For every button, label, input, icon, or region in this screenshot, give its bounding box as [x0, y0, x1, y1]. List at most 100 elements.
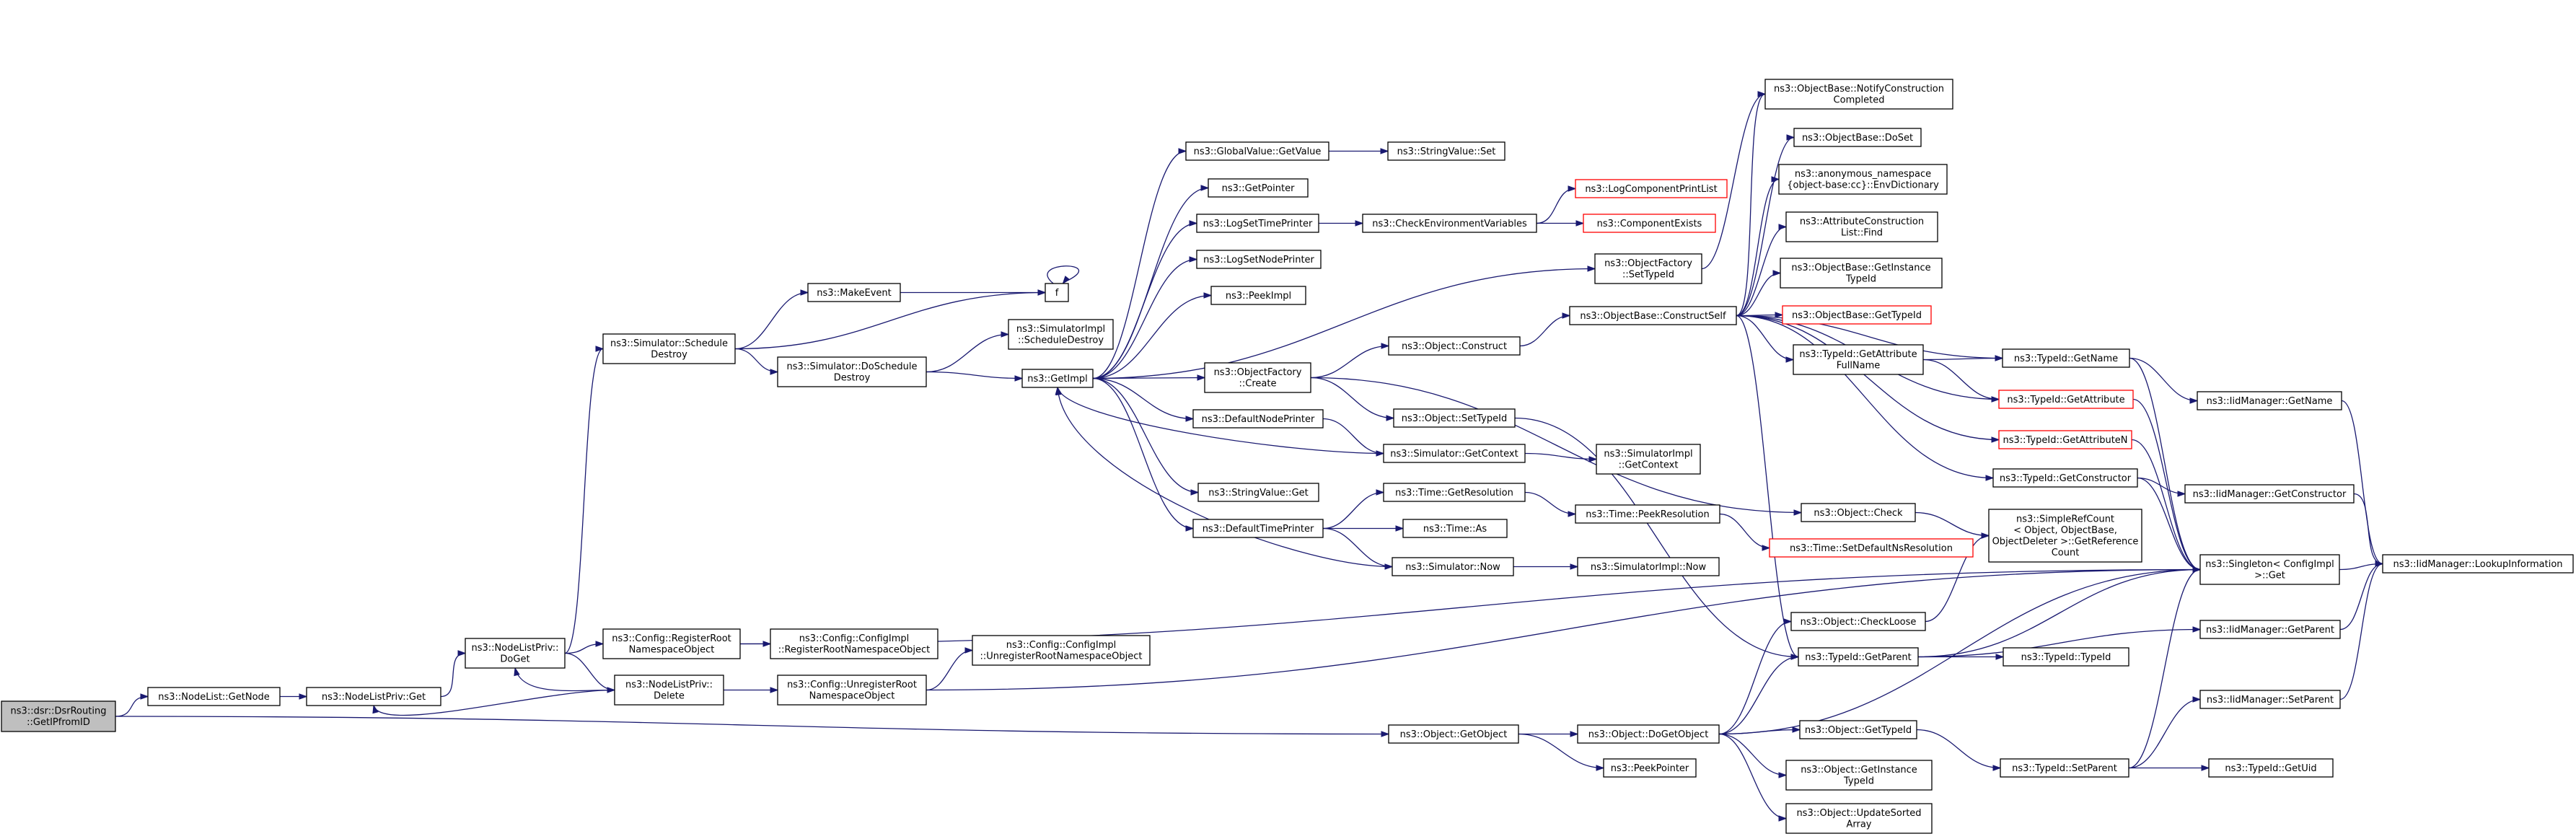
- node-time-as[interactable]: ns3::Time::As: [1402, 519, 1508, 538]
- node-singleton-get[interactable]: ns3::Singleton< ConfigImpl >::Get: [2199, 554, 2340, 585]
- node-nlp-get[interactable]: ns3::NodeListPriv::Get: [306, 687, 441, 706]
- node-iidmgr-getname[interactable]: ns3::IidManager::GetName: [2197, 391, 2342, 410]
- node-time-setdefaultns[interactable]: ns3::Time::SetDefaultNsResolution: [1769, 538, 1974, 558]
- node-make-event[interactable]: ns3::MakeEvent: [807, 283, 901, 302]
- node-objfactory-settypeid[interactable]: ns3::ObjectFactory::SetTypeId: [1594, 253, 1702, 284]
- node-simimpl-getcontext[interactable]: ns3::SimulatorImpl::GetContext: [1596, 444, 1701, 475]
- node-getimpl[interactable]: ns3::GetImpl: [1021, 369, 1094, 388]
- edge-line: [1916, 729, 2001, 769]
- node-typeid-getconstructor[interactable]: ns3::TypeId::GetConstructor: [1992, 468, 2138, 488]
- edge-line: [1518, 733, 1604, 769]
- edge-obj-dogetobject-to-object-getinstancetypeid: [1718, 733, 1788, 778]
- node-f[interactable]: f: [1045, 283, 1069, 302]
- edge-sim-now-to-simimpl-now: [1513, 563, 1579, 570]
- node-typeid-typeid[interactable]: ns3::TypeId::TypeId: [2003, 647, 2129, 667]
- node-anon-envdict[interactable]: ns3::anonymous_namespace{object-base:cc}…: [1778, 164, 1948, 195]
- node-object-gettypeid[interactable]: ns3::Object::GetTypeId: [1799, 720, 1917, 739]
- node-label: ns3::Config::RegisterRoot: [612, 633, 731, 644]
- node-typeid-getname[interactable]: ns3::TypeId::GetName: [2002, 348, 2130, 368]
- edge-line: [2137, 477, 2201, 571]
- node-cfg-register-root[interactable]: ns3::Config::RegisterRootNamespaceObject: [602, 628, 741, 659]
- node-typeid-getuid[interactable]: ns3::TypeId::GetUid: [2208, 758, 2334, 778]
- edge-arrowhead: [140, 693, 149, 700]
- node-stringvalue-get[interactable]: ns3::StringValue::Get: [1197, 483, 1319, 502]
- node-typeid-setparent[interactable]: ns3::TypeId::SetParent: [2000, 758, 2129, 778]
- node-box: [2003, 647, 2129, 667]
- node-label: ::UnregisterRootNamespaceObject: [980, 651, 1143, 662]
- node-obj-dogetobject[interactable]: ns3::Object::DoGetObject: [1577, 724, 1720, 744]
- node-component-exists[interactable]: ns3::ComponentExists: [1583, 214, 1716, 233]
- edge-arrowhead: [1771, 176, 1780, 183]
- node-label: ns3::Object::Construct: [1402, 341, 1507, 352]
- node-default-node-printer[interactable]: ns3::DefaultNodePrinter: [1192, 409, 1324, 429]
- node-log-component-print-list[interactable]: ns3::LogComponentPrintList: [1575, 179, 1728, 198]
- node-root[interactable]: ns3::dsr::DsrRouting::GetIPfromID: [1, 700, 116, 732]
- node-typeid-getattribute[interactable]: ns3::TypeId::GetAttribute: [1998, 390, 2134, 409]
- edge-f-to-f: [1047, 265, 1079, 285]
- node-label: ns3::LogSetNodePrinter: [1203, 255, 1314, 265]
- node-label: ns3::LogSetTimePrinter: [1203, 219, 1313, 229]
- node-object-checkloose[interactable]: ns3::Object::CheckLoose: [1790, 612, 1926, 631]
- node-label: ns3::dsr::DsrRouting: [11, 706, 107, 717]
- node-simimpl-schedule-destroy[interactable]: ns3::SimulatorImpl::ScheduleDestroy: [1008, 319, 1114, 350]
- node-box: [1793, 344, 1924, 375]
- node-stringvalue-set[interactable]: ns3::StringValue::Set: [1387, 141, 1505, 161]
- node-cfgimpl-register-root[interactable]: ns3::Config::ConfigImpl::RegisterRootNam…: [770, 628, 938, 659]
- node-objbase-constructself[interactable]: ns3::ObjectBase::ConstructSelf: [1569, 306, 1737, 325]
- node-peekimpl[interactable]: ns3::PeekImpl: [1210, 286, 1306, 305]
- node-cfg-unregister-root[interactable]: ns3::Config::UnregisterRootNamespaceObje…: [777, 675, 927, 706]
- node-label: ns3::Object::SetTypeId: [1402, 413, 1507, 424]
- edge-getimpl-to-log-set-time-printer: [1092, 220, 1198, 379]
- node-nlp-doget[interactable]: ns3::NodeListPriv::DoGet: [465, 638, 566, 669]
- edge-line: [1524, 491, 1576, 515]
- node-box: [1393, 408, 1516, 428]
- node-getpointer[interactable]: ns3::GetPointer: [1208, 178, 1309, 198]
- node-nlp-delete[interactable]: ns3::NodeListPriv::Delete: [614, 675, 724, 706]
- edge-line: [926, 333, 1009, 373]
- node-object-construct[interactable]: ns3::Object::Construct: [1388, 336, 1521, 356]
- node-typeid-getattributen[interactable]: ns3::TypeId::GetAttributeN: [1998, 430, 2132, 449]
- node-iidmgr-lookupinfo[interactable]: ns3::IidManager::LookupInformation: [2382, 554, 2574, 574]
- node-check-env-vars[interactable]: ns3::CheckEnvironmentVariables: [1362, 214, 1537, 233]
- node-cfgimpl-unregister-root[interactable]: ns3::Config::ConfigImpl::UnregisterRootN…: [972, 635, 1151, 666]
- node-label: ns3::SimpleRefCount: [2016, 514, 2114, 525]
- edge-arrowhead: [1185, 525, 1195, 532]
- node-log-set-node-printer[interactable]: ns3::LogSetNodePrinter: [1196, 250, 1322, 269]
- node-simimpl-now[interactable]: ns3::SimulatorImpl::Now: [1577, 557, 1720, 576]
- node-nl-getnode[interactable]: ns3::NodeList::GetNode: [147, 687, 281, 706]
- node-typeid-getparent[interactable]: ns3::TypeId::GetParent: [1798, 647, 1919, 667]
- node-objfactory-create[interactable]: ns3::ObjectFactory::Create: [1204, 362, 1311, 393]
- node-label: DoGet: [500, 654, 529, 665]
- node-gv-getvalue[interactable]: ns3::GlobalValue::GetValue: [1185, 141, 1329, 161]
- edge-arrowhead: [1014, 375, 1024, 382]
- node-iidmgr-setparent[interactable]: ns3::IidManager::SetParent: [2199, 690, 2341, 709]
- node-label: ns3::CheckEnvironmentVariables: [1372, 219, 1527, 229]
- node-box: [1780, 258, 1943, 289]
- node-sim-now[interactable]: ns3::Simulator::Now: [1392, 557, 1514, 576]
- node-object-check[interactable]: ns3::Object::Check: [1801, 503, 1916, 522]
- node-sim-getcontext[interactable]: ns3::Simulator::GetContext: [1383, 444, 1526, 463]
- node-objbase-notify[interactable]: ns3::ObjectBase::NotifyConstructionCompl…: [1764, 79, 1953, 110]
- node-objbase-doset[interactable]: ns3::ObjectBase::DoSet: [1793, 128, 1922, 147]
- edge-arrowhead: [1992, 765, 2002, 771]
- node-label: ns3::Config::ConfigImpl: [799, 633, 910, 644]
- node-object-settypeid[interactable]: ns3::Object::SetTypeId: [1393, 408, 1516, 428]
- node-objbase-gettypeid[interactable]: ns3::ObjectBase::GetTypeId: [1782, 305, 1932, 325]
- node-time-peekresolution[interactable]: ns3::Time::PeekResolution: [1575, 504, 1720, 524]
- node-label: ns3::Config::UnregisterRoot: [787, 680, 917, 690]
- node-iidmgr-getparent[interactable]: ns3::IidManager::GetParent: [2199, 620, 2341, 639]
- node-default-time-printer[interactable]: ns3::DefaultTimePrinter: [1192, 519, 1324, 538]
- node-simplerefcount[interactable]: ns3::SimpleRefCount< Object, ObjectBase,…: [1988, 509, 2142, 563]
- node-log-set-time-printer[interactable]: ns3::LogSetTimePrinter: [1196, 214, 1319, 233]
- node-iidmgr-getconstructor[interactable]: ns3::IidManager::GetConstructor: [2184, 484, 2355, 504]
- node-obj-getobject[interactable]: ns3::Object::GetObject: [1388, 724, 1519, 744]
- node-time-getresolution[interactable]: ns3::Time::GetResolution: [1383, 483, 1526, 502]
- node-peekpointer[interactable]: ns3::PeekPointer: [1603, 758, 1697, 778]
- node-sim-schedule-destroy[interactable]: ns3::Simulator::ScheduleDestroy: [602, 333, 736, 364]
